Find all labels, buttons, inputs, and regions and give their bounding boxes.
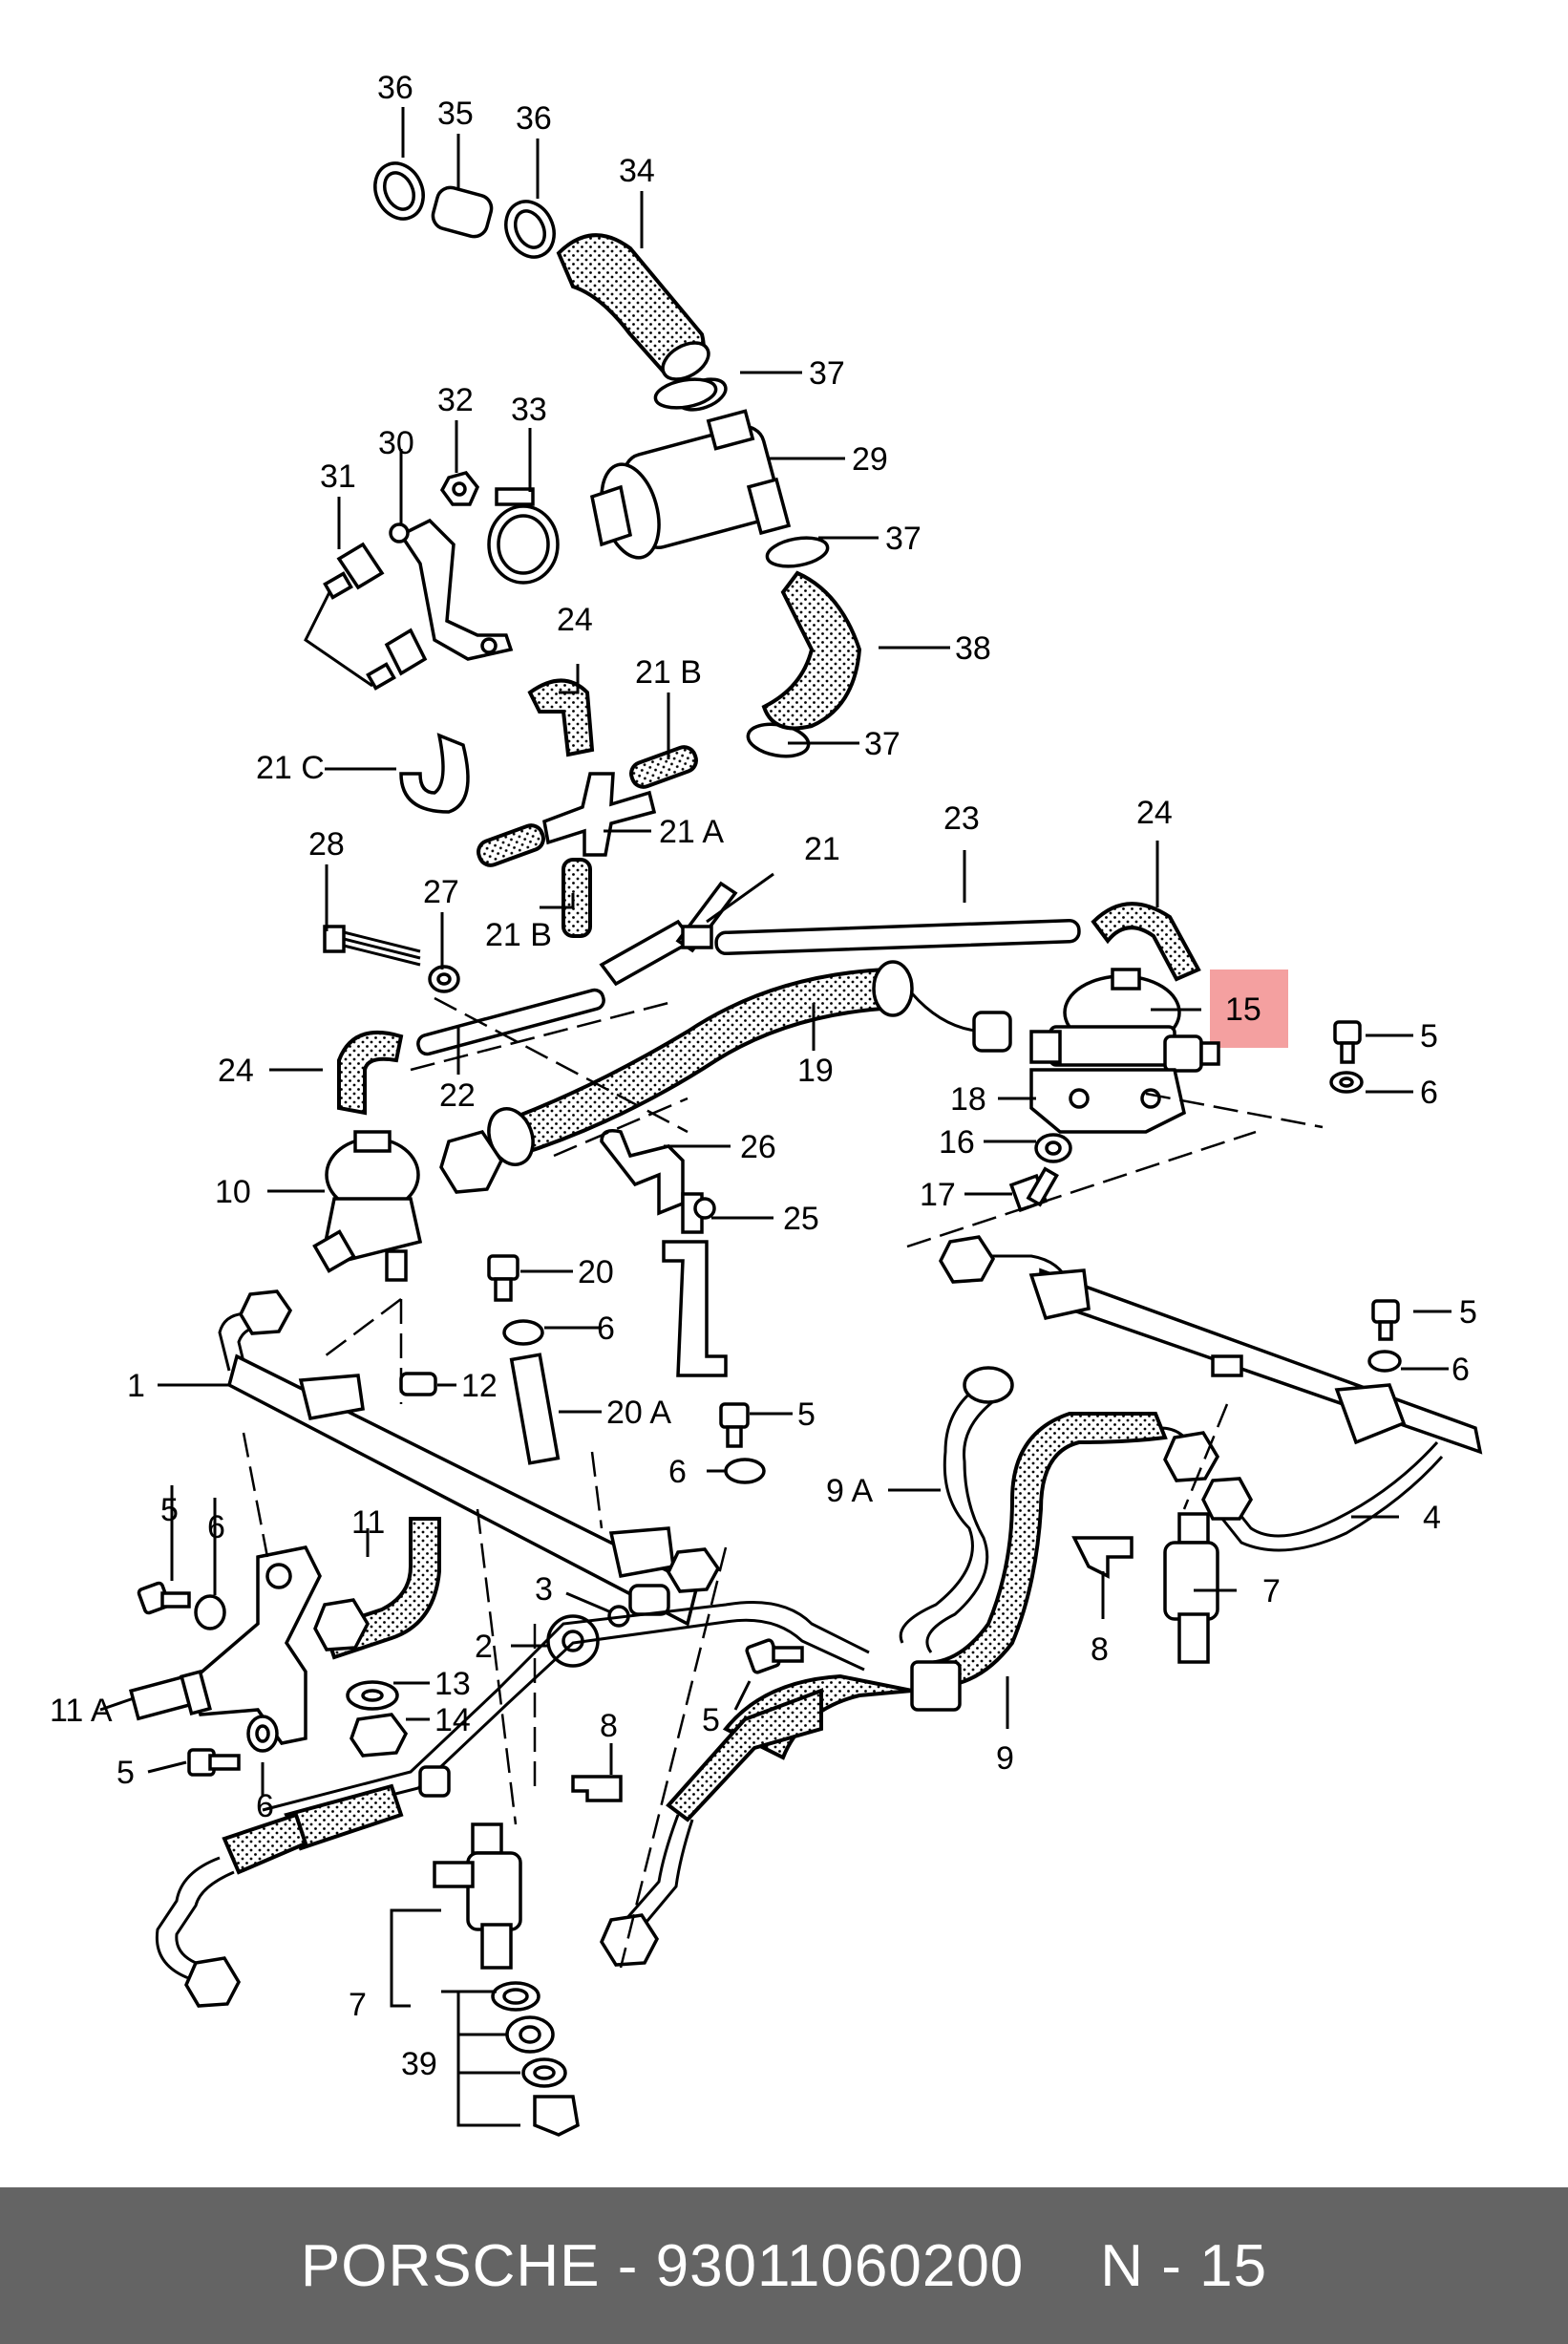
- label-5-right-mid: 5: [1459, 1294, 1477, 1331]
- label-21A: 21 A: [659, 814, 724, 850]
- connector-group: [323, 678, 1201, 1116]
- label-9A: 9 A: [826, 1473, 873, 1509]
- pressure-hose-group: [312, 960, 1012, 1282]
- label-2: 2: [475, 1629, 493, 1665]
- left-bracket-group: [128, 1517, 441, 1777]
- label-27: 27: [423, 874, 459, 910]
- label-21C: 21 C: [256, 750, 325, 786]
- label-12: 12: [461, 1368, 498, 1404]
- label-38: 38: [955, 630, 991, 667]
- label-39: 39: [401, 2046, 437, 2082]
- label-7-lower: 7: [349, 1987, 367, 2023]
- label-24-top: 24: [557, 602, 593, 638]
- label-11: 11: [351, 1504, 385, 1541]
- label-25: 25: [783, 1201, 819, 1237]
- label-36-top-right: 36: [516, 100, 552, 137]
- label-14: 14: [434, 1702, 471, 1738]
- label-26: 26: [740, 1129, 776, 1165]
- label-33: 33: [511, 392, 547, 428]
- label-8-center: 8: [600, 1708, 618, 1744]
- label-32: 32: [437, 382, 474, 418]
- label-6-lower-left: 6: [256, 1788, 274, 1824]
- label-8-right: 8: [1091, 1631, 1109, 1668]
- label-28: 28: [308, 826, 345, 863]
- label-20A: 20 A: [606, 1395, 671, 1431]
- lower-fuel-line: [155, 1601, 870, 2137]
- footer-part-number: PORSCHE - 93011060200: [300, 2232, 1025, 2299]
- highlight-box-15: [1210, 970, 1288, 1048]
- label-30: 30: [378, 425, 414, 461]
- right-fuel-rail: [939, 1235, 1483, 1552]
- footer-bar: PORSCHE - 93011060200 N - 15: [0, 2187, 1568, 2344]
- label-leaders: [99, 107, 1451, 1796]
- label-17: 17: [920, 1177, 956, 1213]
- label-21B-top: 21 B: [635, 654, 702, 691]
- label-3: 3: [535, 1571, 553, 1608]
- label-10: 10: [215, 1174, 251, 1210]
- callout-labels: 36 35 36 34 37 32 33 30 31 29 37 24 21 B…: [50, 70, 1477, 2082]
- top-hose-group: [304, 161, 862, 758]
- label-29: 29: [852, 441, 888, 478]
- label-4: 4: [1423, 1500, 1441, 1536]
- label-13: 13: [434, 1666, 471, 1702]
- label-37-middle: 37: [885, 521, 922, 557]
- left-fuel-rail: [218, 1254, 766, 1668]
- label-18: 18: [950, 1081, 986, 1118]
- label-36-top-left: 36: [377, 70, 413, 106]
- label-22: 22: [439, 1077, 476, 1114]
- label-37-top: 37: [809, 355, 845, 392]
- label-24-right: 24: [1136, 795, 1173, 831]
- label-6-right-top: 6: [1420, 1075, 1438, 1111]
- regulator-15-group: [1008, 968, 1364, 1213]
- label-6-center: 6: [668, 1454, 687, 1490]
- label-31: 31: [320, 458, 356, 495]
- label-23: 23: [943, 800, 980, 837]
- bracket-group: [600, 1129, 728, 1377]
- parts-diagram: 36 35 36 34 37 32 33 30 31 29 37 24 21 B…: [50, 70, 1483, 2137]
- label-24-left: 24: [218, 1053, 254, 1089]
- label-37-lower: 37: [864, 726, 901, 762]
- label-35: 35: [437, 96, 474, 132]
- dashed-leaders: [242, 996, 1324, 1969]
- label-15: 15: [1225, 991, 1261, 1028]
- label-1: 1: [127, 1368, 145, 1404]
- label-5-right-top: 5: [1420, 1018, 1438, 1055]
- label-6-mid: 6: [597, 1311, 615, 1347]
- label-5-lower-left: 5: [117, 1755, 135, 1791]
- label-5-lower-mid: 5: [702, 1702, 720, 1738]
- label-9: 9: [996, 1740, 1014, 1777]
- hose-9-group: [600, 1366, 1220, 1967]
- label-11A: 11 A: [50, 1693, 113, 1729]
- label-5-center: 5: [797, 1396, 816, 1433]
- label-21B-bottom: 21 B: [485, 917, 552, 953]
- label-6-right-mid: 6: [1451, 1352, 1470, 1388]
- label-34: 34: [619, 153, 655, 189]
- label-7-right: 7: [1262, 1573, 1281, 1609]
- label-5-left: 5: [160, 1492, 179, 1528]
- footer-page-ref: N - 15: [1100, 2232, 1268, 2299]
- label-20: 20: [578, 1254, 614, 1290]
- label-6-left: 6: [207, 1509, 225, 1545]
- label-19: 19: [797, 1053, 834, 1089]
- label-16: 16: [939, 1124, 975, 1161]
- label-21: 21: [804, 831, 840, 867]
